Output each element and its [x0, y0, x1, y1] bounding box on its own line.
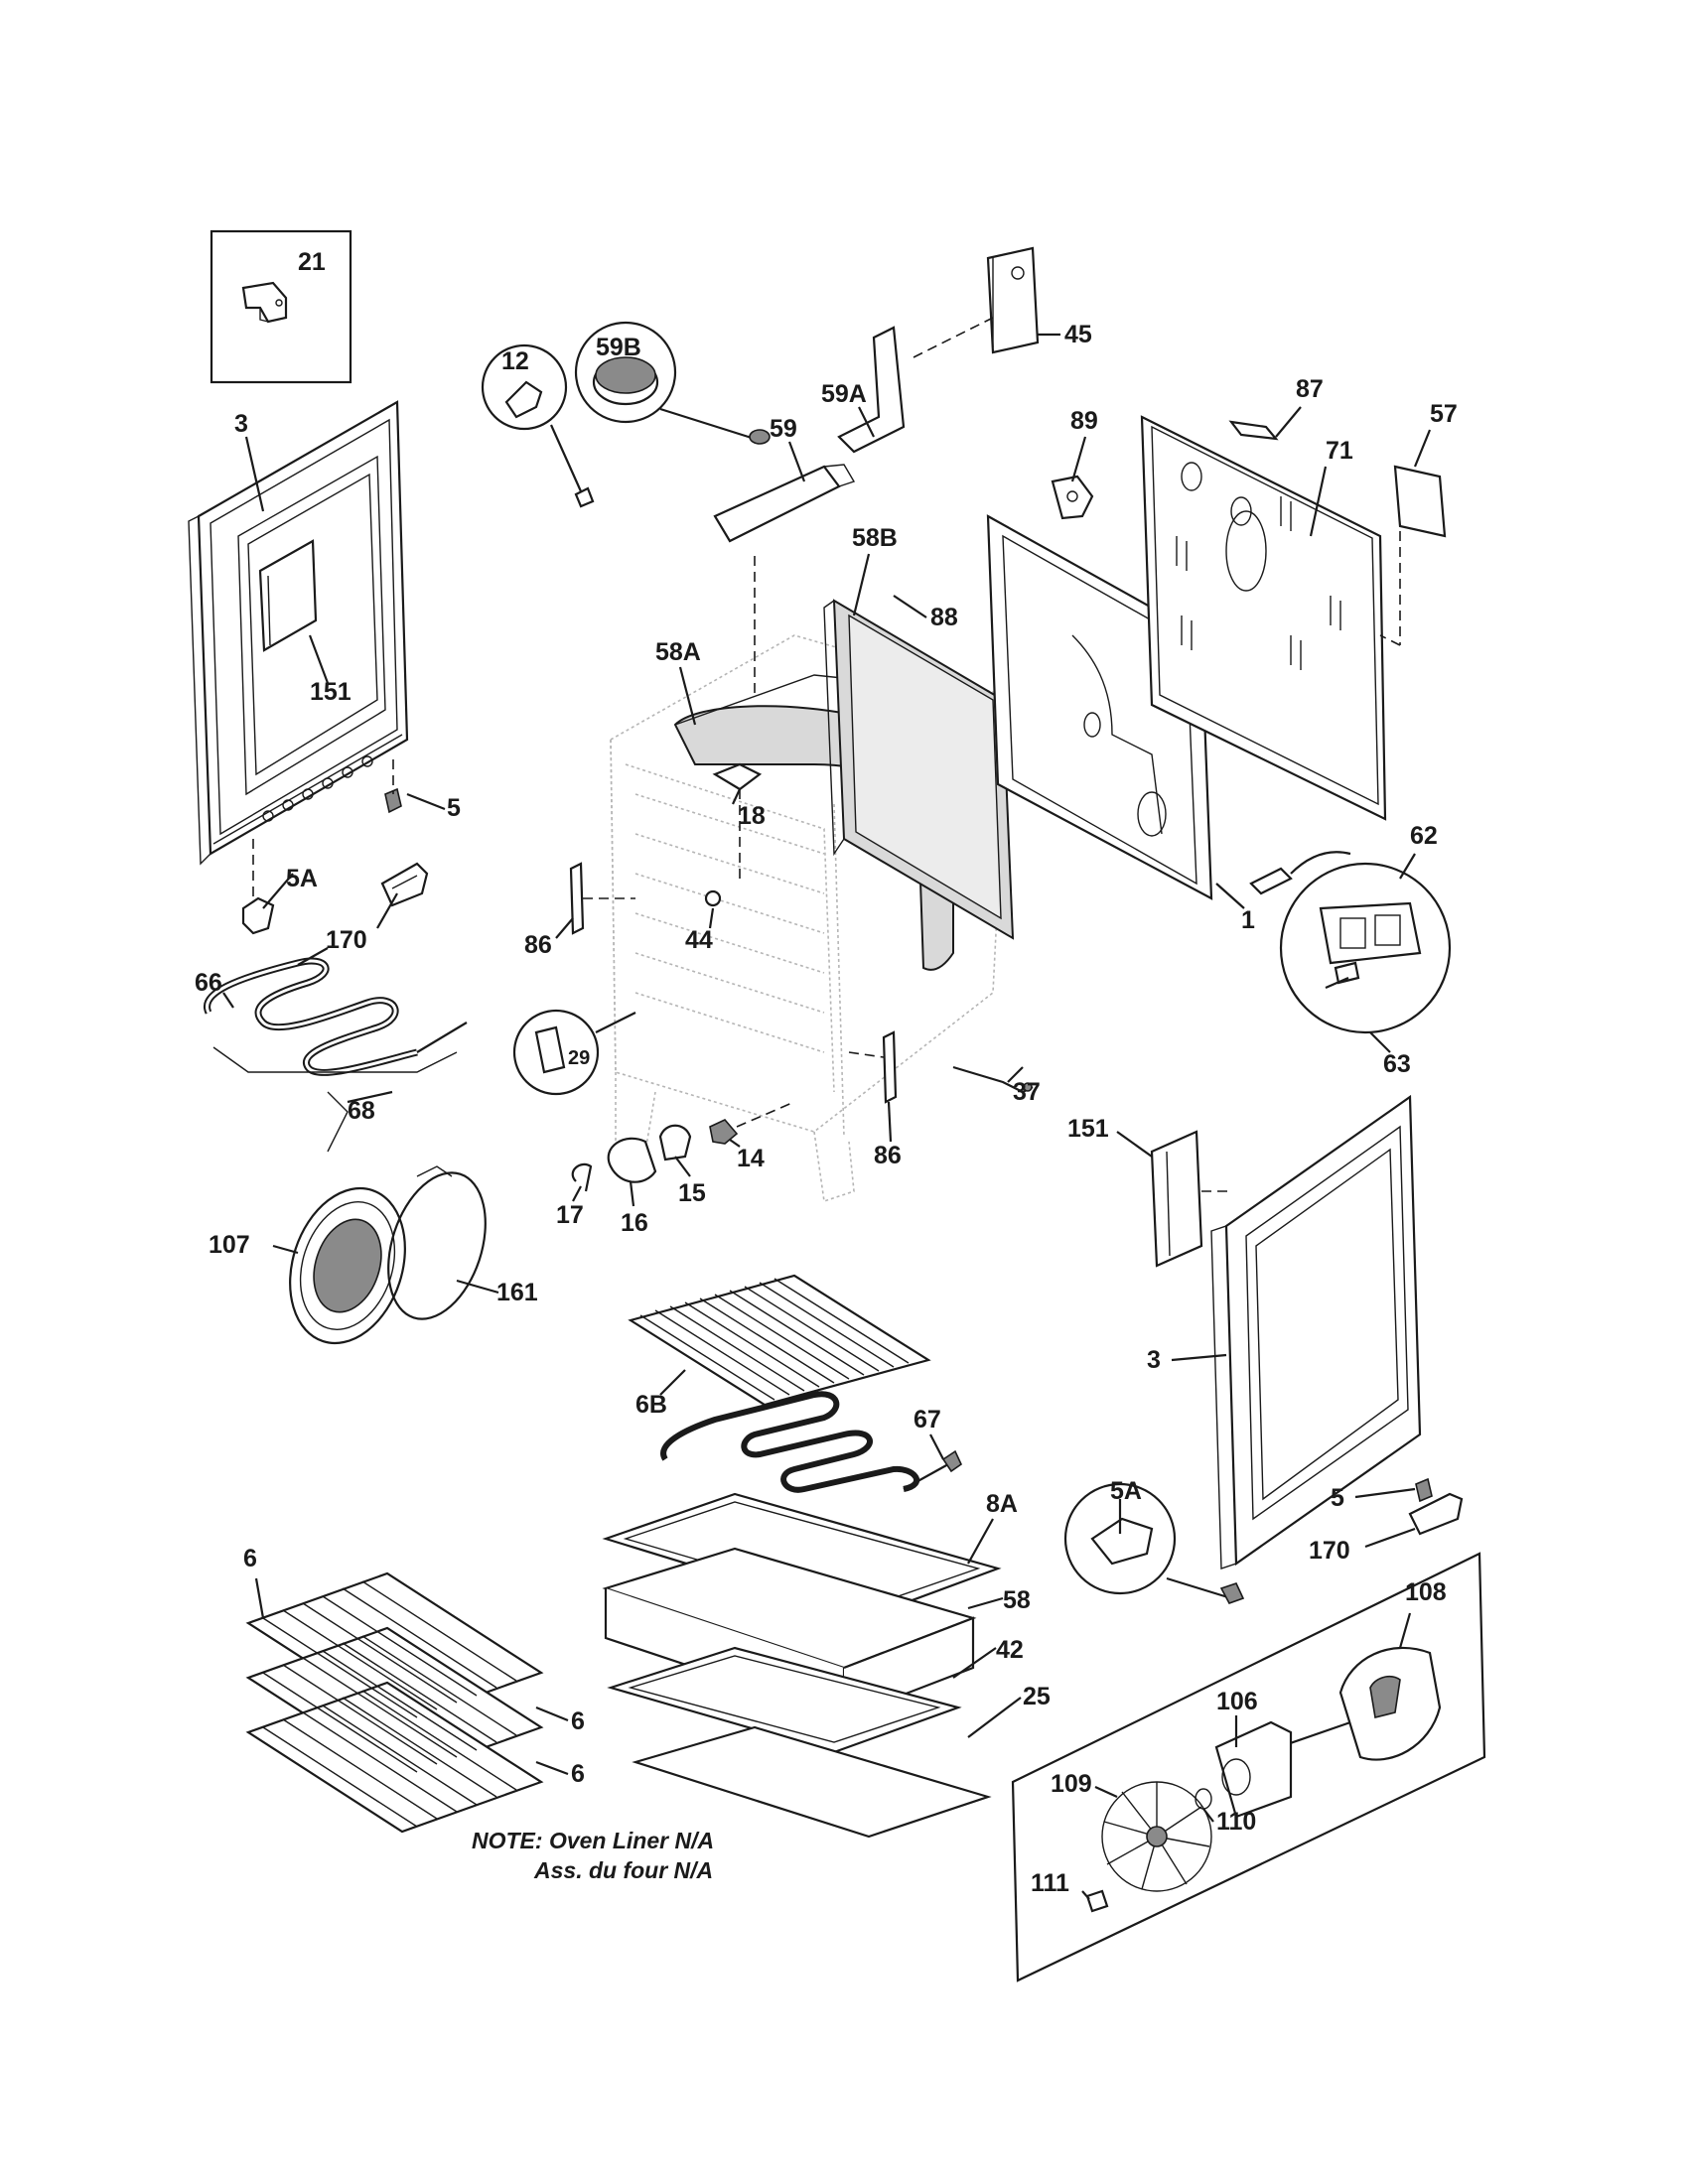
- callout-57: 57: [1430, 400, 1458, 428]
- wire-37: [952, 1065, 1034, 1094]
- callout-68: 68: [348, 1097, 375, 1125]
- convection-cover-107: [289, 1165, 487, 1345]
- part-59B-inset: [574, 321, 771, 445]
- callout-5A-right: 5A: [1110, 1477, 1142, 1505]
- latch-18: [712, 762, 763, 884]
- callout-86-left: 86: [524, 931, 552, 959]
- callout-71: 71: [1326, 437, 1353, 465]
- callout-161: 161: [496, 1279, 538, 1306]
- callout-45: 45: [1064, 321, 1092, 348]
- rear-cover-71: [1140, 415, 1387, 821]
- callout-151-right: 151: [1067, 1115, 1109, 1143]
- callout-63: 63: [1383, 1050, 1411, 1078]
- oven-light-assembly: [571, 1101, 795, 1192]
- insulation-58B: [823, 599, 1015, 940]
- vent-duct-assembly: [713, 246, 1040, 695]
- callout-88: 88: [930, 604, 958, 631]
- callout-110: 110: [1216, 1808, 1256, 1836]
- callout-15: 15: [678, 1179, 706, 1207]
- note-line-2: Ass. du four N/A: [533, 1857, 713, 1883]
- callout-111: 111: [1031, 1869, 1069, 1897]
- callout-5-right: 5: [1331, 1484, 1344, 1512]
- part-12-inset: [481, 343, 595, 508]
- callout-58A: 58A: [655, 638, 701, 666]
- callout-6B: 6B: [635, 1391, 667, 1419]
- callout-16: 16: [621, 1209, 648, 1237]
- callout-170-left: 170: [326, 926, 367, 954]
- callout-58B: 58B: [852, 524, 898, 552]
- left-hinge-parts: [241, 759, 429, 935]
- oven-racks-6: [245, 1571, 544, 1834]
- callout-3-left: 3: [234, 410, 248, 438]
- callout-44: 44: [685, 926, 713, 954]
- callout-6-middle: 6: [571, 1707, 585, 1735]
- callout-58: 58: [1003, 1586, 1031, 1614]
- callout-12: 12: [501, 347, 529, 375]
- callout-89: 89: [1070, 407, 1098, 435]
- callout-5A-left: 5A: [286, 865, 318, 892]
- part-87-and-57: [1228, 420, 1447, 646]
- leader-lines: [222, 333, 1432, 1900]
- callout-5-left: 5: [447, 794, 461, 822]
- right-hinge-parts: [1063, 1477, 1464, 1604]
- part-44: [704, 889, 722, 907]
- bake-element-66: [204, 947, 468, 1153]
- panel-25: [632, 1725, 992, 1839]
- callout-62: 62: [1410, 822, 1438, 850]
- callout-8A: 8A: [986, 1490, 1018, 1518]
- callout-66: 66: [195, 969, 222, 997]
- callout-37: 37: [1013, 1078, 1041, 1106]
- callout-108: 108: [1405, 1578, 1447, 1606]
- part-62-inset: [1249, 851, 1452, 1034]
- callout-86-right: 86: [874, 1142, 902, 1169]
- callout-6-top: 6: [243, 1545, 257, 1572]
- callout-170-right: 170: [1309, 1537, 1350, 1565]
- callout-107: 107: [209, 1231, 250, 1259]
- broil-element-67: [660, 1391, 963, 1493]
- right-oven-door: [1150, 1094, 1422, 1570]
- callout-18: 18: [738, 802, 766, 830]
- callout-59A: 59A: [821, 380, 867, 408]
- callout-59: 59: [770, 415, 797, 443]
- callout-29: 29: [568, 1047, 590, 1069]
- part-21-inset: [210, 229, 352, 384]
- rack-6B: [628, 1274, 931, 1407]
- callout-67: 67: [914, 1406, 941, 1433]
- callout-151-left: 151: [310, 678, 352, 706]
- callout-6-bottom: 6: [571, 1760, 585, 1788]
- callout-106: 106: [1216, 1688, 1258, 1715]
- callout-1: 1: [1241, 906, 1255, 934]
- left-oven-door: [188, 400, 409, 866]
- callout-25: 25: [1023, 1683, 1051, 1710]
- callout-14: 14: [737, 1145, 765, 1172]
- rack-supports-86: [569, 862, 898, 1104]
- note-line-1: NOTE: Oven Liner N/A: [472, 1828, 714, 1853]
- convection-fan-inset: [1011, 1552, 1486, 1982]
- callout-87: 87: [1296, 375, 1324, 403]
- note-block: NOTE: Oven Liner N/A Ass. du four N/A: [472, 1828, 714, 1883]
- callout-109: 109: [1051, 1770, 1092, 1798]
- callout-21: 21: [298, 248, 326, 276]
- part-callouts: 21 3 151 5 5A 170 66 68 107 161 12 58A 1…: [195, 248, 1458, 1897]
- callout-17: 17: [556, 1201, 584, 1229]
- bracket-89: [1051, 475, 1094, 520]
- callout-59B: 59B: [596, 334, 641, 361]
- callout-3-right: 3: [1147, 1346, 1161, 1374]
- part-29-inset: [512, 1009, 636, 1096]
- callout-42: 42: [996, 1636, 1024, 1664]
